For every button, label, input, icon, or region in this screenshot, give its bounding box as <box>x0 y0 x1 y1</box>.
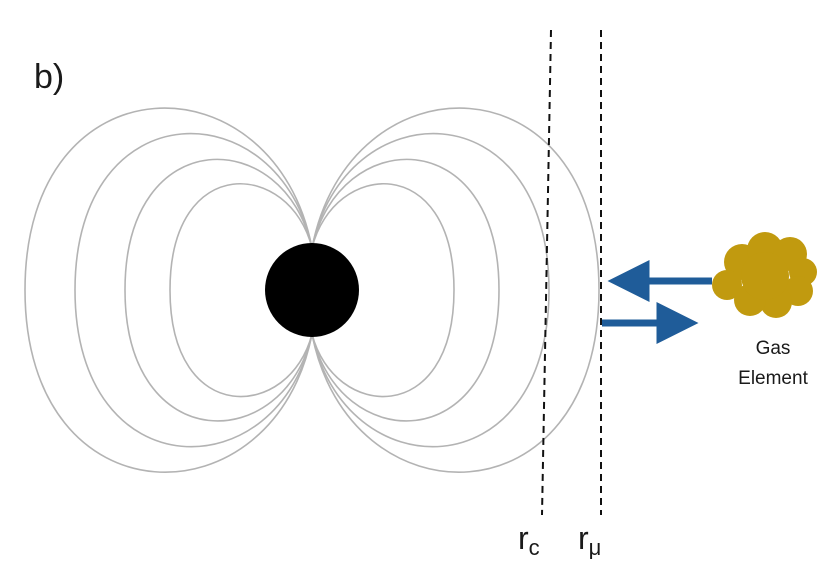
field-lines-right <box>311 107 600 473</box>
field-line-right-4 <box>311 107 600 473</box>
field-line-right-3 <box>311 132 550 448</box>
gas-cloud-icon <box>712 232 817 318</box>
gas-element-label: Gas Element <box>718 334 828 394</box>
rc-label: rc <box>518 522 540 559</box>
field-line-left-4 <box>24 107 313 473</box>
star-icon <box>265 243 359 337</box>
field-line-left-3 <box>74 132 313 448</box>
field-line-left-1 <box>169 183 313 398</box>
panel-label: b) <box>34 58 65 96</box>
field-lines-left <box>24 107 313 473</box>
rc-label-subscript: c <box>528 535 540 560</box>
rc-label-base: r <box>518 520 529 556</box>
gas-element-label-line1: Gas <box>755 338 791 359</box>
field-line-right-2 <box>311 158 500 422</box>
field-line-left-2 <box>124 158 313 422</box>
rc-dashed-line <box>541 29 552 516</box>
rmu-label-subscript: μ <box>588 535 602 560</box>
rmu-label-base: r <box>578 520 589 556</box>
gas-element-label-line2: Element <box>738 368 808 389</box>
rmu-label: rμ <box>578 522 601 559</box>
field-line-right-1 <box>311 183 455 398</box>
